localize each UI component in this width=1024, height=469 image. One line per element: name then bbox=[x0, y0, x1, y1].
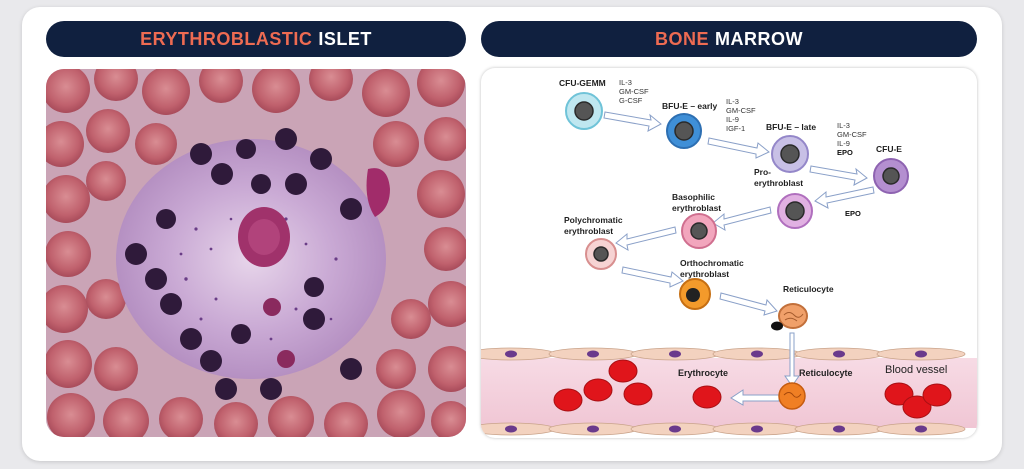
label-orthochromatic-line2: erythroblast bbox=[680, 269, 729, 279]
label-erythrocyte: Erythrocyte bbox=[678, 368, 728, 378]
label-polychromatic-line2: erythroblast bbox=[564, 226, 613, 236]
factor-2-b: GM-CSF bbox=[726, 106, 756, 115]
factor-1-b: GM-CSF bbox=[619, 87, 649, 96]
extruded-nucleus bbox=[771, 321, 783, 331]
factor-2-c: IL-9 bbox=[726, 115, 739, 124]
factor-3-c: IL-9 bbox=[837, 139, 850, 148]
erythroblastic-islet-micrograph bbox=[46, 69, 466, 437]
red-cells-background bbox=[46, 69, 466, 437]
circulating-reticulocyte bbox=[778, 382, 806, 410]
erythropoiesis-diagram: CFU-GEMM BFU-E – early BFU-E – late CFU-… bbox=[481, 78, 977, 436]
label-bfu-e-late: BFU-E – late bbox=[766, 122, 816, 132]
label-polychromatic-line1: Polychromatic bbox=[564, 215, 623, 225]
macrophage-fragment bbox=[366, 168, 390, 217]
differentiation-arrows bbox=[603, 111, 875, 406]
label-bfu-e-early: BFU-E – early bbox=[662, 101, 718, 111]
factor-1-c: G-CSF bbox=[619, 96, 643, 105]
bone-marrow-header: BONE MARROW bbox=[481, 21, 977, 57]
factor-4-epo: EPO bbox=[845, 209, 861, 218]
factor-2-a: IL-3 bbox=[726, 97, 739, 106]
factor-2-d: IGF-1 bbox=[726, 124, 745, 133]
label-cfu-gemm: CFU-GEMM bbox=[559, 78, 606, 88]
erythrocytes bbox=[553, 359, 952, 419]
stage-cells bbox=[565, 92, 909, 410]
label-orthochromatic-line1: Orthochromatic bbox=[680, 258, 744, 268]
factor-3-a: IL-3 bbox=[837, 121, 850, 130]
factor-3-epo: EPO bbox=[837, 148, 853, 157]
erythroblast-nuclei bbox=[125, 128, 362, 400]
header-right-accent: BONE bbox=[655, 28, 710, 49]
label-pro-line2: erythroblast bbox=[754, 178, 803, 188]
reticulocyte-cell bbox=[778, 303, 808, 329]
micrograph-image bbox=[46, 69, 466, 437]
label-pro-line1: Pro- bbox=[754, 167, 771, 177]
label-blood-vessel: Blood vessel bbox=[885, 364, 947, 376]
label-cfu-e: CFU-E bbox=[876, 144, 902, 154]
factor-1-a: IL-3 bbox=[619, 78, 632, 87]
header-left-accent: ERYTHROBLASTIC bbox=[140, 28, 313, 49]
label-reticulocyte: Reticulocyte bbox=[783, 284, 834, 294]
label-vessel-reticulocyte: Reticulocyte bbox=[799, 368, 853, 378]
label-basophilic-line1: Basophilic bbox=[672, 192, 715, 202]
header-right-rest: MARROW bbox=[715, 28, 803, 49]
label-basophilic-line2: erythroblast bbox=[672, 203, 721, 213]
header-left-rest: ISLET bbox=[318, 28, 372, 49]
erythroblastic-islet-header: ERYTHROBLASTIC ISLET bbox=[46, 21, 466, 57]
factor-3-b: GM-CSF bbox=[837, 130, 867, 139]
bone-marrow-diagram: CFU-GEMM BFU-E – early BFU-E – late CFU-… bbox=[481, 68, 977, 438]
